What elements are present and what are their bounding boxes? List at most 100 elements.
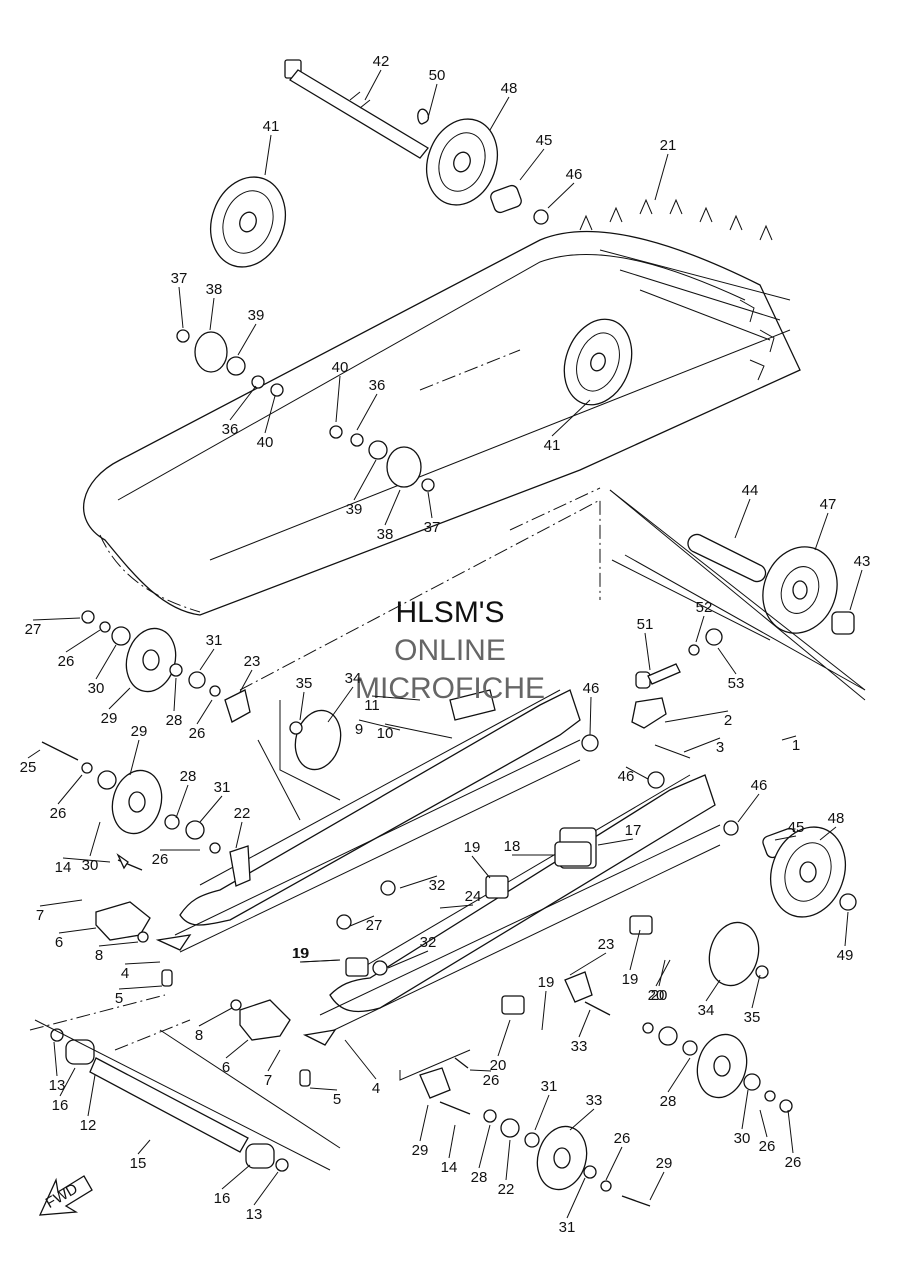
leader-line xyxy=(199,795,223,823)
callout-44: 44 xyxy=(734,482,758,539)
callout-46: 46 xyxy=(618,766,649,785)
leader-line xyxy=(384,489,401,526)
part-number-label: 32 xyxy=(420,934,437,951)
callout-23: 23 xyxy=(569,936,614,976)
callout-39: 39 xyxy=(346,459,377,518)
leader-line xyxy=(358,719,401,731)
leader-line xyxy=(299,691,305,721)
part-number-label: 29 xyxy=(412,1142,429,1159)
callout-26: 26 xyxy=(58,629,101,670)
leader-line xyxy=(589,696,592,736)
leader-line xyxy=(108,687,131,710)
callout-13: 13 xyxy=(246,1171,279,1223)
callout-14: 14 xyxy=(441,1124,457,1176)
watermark-line-3: MICROFICHE xyxy=(355,672,545,705)
part-number-label: 26 xyxy=(58,653,75,670)
leader-line xyxy=(649,1171,665,1201)
callout-26: 26 xyxy=(469,1069,499,1089)
leader-line xyxy=(209,297,215,331)
part-number-label: 47 xyxy=(820,496,837,513)
part-number-label: 12 xyxy=(80,1117,97,1134)
leader-line xyxy=(667,1057,691,1093)
callout-4: 4 xyxy=(344,1039,380,1097)
part-number-label: 8 xyxy=(195,1027,203,1044)
part-number-label: 38 xyxy=(377,526,394,543)
leader-line xyxy=(59,1067,76,1097)
part-number-label: 2 xyxy=(724,712,732,729)
callout-43: 43 xyxy=(849,553,870,611)
part-number-label: 30 xyxy=(82,857,99,874)
reference-lines xyxy=(159,487,866,1149)
part-number-label: 34 xyxy=(345,670,362,687)
leader-line xyxy=(178,286,184,329)
leader-line xyxy=(849,569,863,611)
part-number-label: 7 xyxy=(36,907,44,924)
callout-35: 35 xyxy=(744,974,761,1026)
watermark-line-1: HLSM'S xyxy=(395,596,504,629)
part-number-label: 26 xyxy=(759,1138,776,1155)
leader-line xyxy=(471,855,491,879)
part-number-label: 38 xyxy=(206,281,223,298)
wheel-48-upper xyxy=(426,118,498,206)
part-number-label: 40 xyxy=(332,359,349,376)
callout-51: 51 xyxy=(637,616,653,671)
part-number-label: 34 xyxy=(698,1002,715,1019)
callout-47: 47 xyxy=(814,496,837,551)
part-number-label: 48 xyxy=(501,80,518,97)
leader-line xyxy=(658,959,666,987)
slide-rail-right xyxy=(319,774,721,1033)
callout-14: 14 xyxy=(55,857,111,876)
callout-30: 30 xyxy=(82,821,101,874)
leader-line xyxy=(566,1177,586,1219)
leader-line xyxy=(118,985,163,990)
leader-line xyxy=(541,990,547,1031)
wheel-41-upper xyxy=(210,176,286,268)
callout-6: 6 xyxy=(55,927,97,951)
callout-20: 20 xyxy=(651,959,667,1004)
leader-line xyxy=(664,710,729,723)
leader-line xyxy=(734,498,751,539)
leader-line xyxy=(751,974,761,1009)
part-number-label: 40 xyxy=(257,434,274,451)
part-number-label: 36 xyxy=(369,377,386,394)
leader-line xyxy=(505,1139,511,1181)
part-number-label: 26 xyxy=(50,805,67,822)
leader-line xyxy=(439,904,474,909)
callout-53: 53 xyxy=(717,647,744,692)
callout-34: 34 xyxy=(327,670,362,723)
part-number-label: 6 xyxy=(55,934,63,951)
callout-13: 13 xyxy=(49,1041,65,1094)
leader-line xyxy=(683,737,721,753)
leader-line xyxy=(349,915,375,927)
callout-26: 26 xyxy=(759,1109,776,1155)
callout-48: 48 xyxy=(819,810,844,841)
ski-mount-parts xyxy=(95,853,396,1087)
leader-line xyxy=(629,929,641,971)
callout-7: 7 xyxy=(264,1049,281,1089)
part-number-label: 35 xyxy=(296,675,313,692)
callout-32: 32 xyxy=(399,875,445,894)
leader-line xyxy=(27,749,41,759)
part-number-label: 5 xyxy=(333,1091,341,1108)
callout-1: 1 xyxy=(781,735,800,754)
callout-7: 7 xyxy=(36,899,83,924)
leader-line xyxy=(364,69,382,101)
left-wheel-stack xyxy=(41,610,342,887)
callout-38: 38 xyxy=(206,281,223,331)
callout-50: 50 xyxy=(427,67,445,119)
part-number-label: 46 xyxy=(618,768,635,785)
part-number-label: 33 xyxy=(586,1092,603,1109)
callout-45: 45 xyxy=(774,819,805,841)
part-number-label: 25 xyxy=(20,759,37,776)
callout-2: 2 xyxy=(664,710,732,729)
callout-41: 41 xyxy=(263,118,279,176)
leader-line xyxy=(717,647,737,675)
leader-line xyxy=(129,739,140,776)
part-number-label: 29 xyxy=(656,1155,673,1172)
part-number-label: 45 xyxy=(788,819,805,836)
callout-26: 26 xyxy=(605,1130,630,1181)
part-number-label: 16 xyxy=(52,1097,69,1114)
callout-32: 32 xyxy=(387,934,437,969)
upper-axle xyxy=(284,59,430,159)
callout-5: 5 xyxy=(115,985,163,1007)
